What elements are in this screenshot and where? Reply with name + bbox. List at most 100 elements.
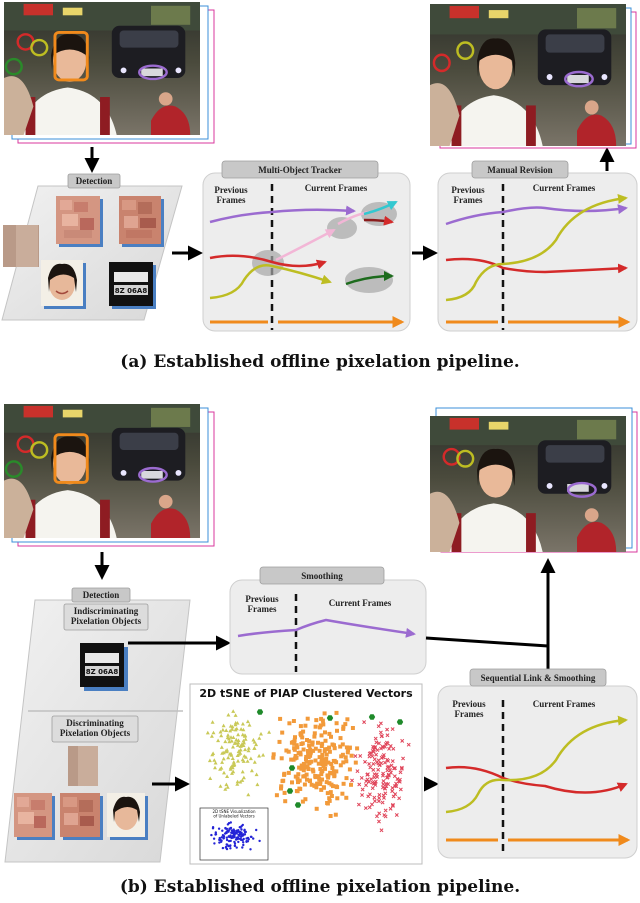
tsne-point [224,749,229,754]
tsne-point [218,836,221,840]
tsne-point [353,760,358,765]
tsne-point [227,835,230,838]
tsne-point [251,737,256,742]
tsne-point [238,747,243,752]
tsne-point [305,738,309,742]
tsne-outlier [326,715,334,721]
tsne-point [319,744,324,748]
tsne-point [385,733,390,738]
tsne-point [373,745,377,749]
tsne-point [327,798,332,803]
tsne-point [290,780,294,785]
tsne-point [252,760,257,764]
tsne-point [311,748,316,753]
tsne-inset [199,807,269,861]
tsne-point [338,736,343,741]
tsne-point [363,759,367,764]
tsne-point [300,735,305,740]
tsne-point [341,760,346,765]
tsne-point [299,742,304,746]
tsne-point [231,744,235,749]
output-frame-a [430,4,626,146]
tsne-point [218,784,223,788]
tsne-point [327,749,332,754]
tsne-point [304,757,308,762]
tsne-point [388,744,393,748]
tsne-point [213,765,217,770]
tsne-point [254,772,259,777]
tsne-point [318,782,323,786]
tsne-point [303,797,308,802]
tsne-point [399,765,404,770]
tsne-point [293,754,298,758]
tsne-point [385,727,390,732]
tsne-point [220,840,223,843]
tsne-point [222,770,226,775]
tsne-point [343,722,348,727]
tsne-point [277,739,282,744]
tsne-point [232,828,235,831]
tsne-point [213,842,216,845]
partial-crop [3,225,39,267]
tsne-point [344,759,349,764]
output-frame-b [430,416,626,552]
tsne-point [330,766,335,770]
tsne-point [230,727,235,731]
tsne-point [321,722,326,727]
tsne-point [357,782,362,787]
tsne-outlier [256,709,264,715]
tsne-point [299,766,304,771]
tsne-point [242,841,245,844]
tsne-point [279,786,283,791]
tsne-point [340,752,345,757]
tsne-point [320,769,325,773]
tsne-point [229,735,233,739]
tsne-point [331,769,336,774]
tsne-point [225,838,229,842]
tsne-point [254,742,259,747]
tsne-outlier [396,719,404,725]
current-frames-label: Current Frames [533,699,596,709]
tsne-point [286,770,291,775]
license-plate-crop: 8Z 06A8 [109,262,156,309]
tsne-point [385,741,390,746]
tsne-point [230,756,235,760]
panel-a: Detection [1,2,638,332]
tsne-point [298,750,303,755]
track-pink [275,228,336,262]
tsne-point [287,721,292,726]
tsne-point [319,716,324,721]
tsne-point [213,760,218,765]
input-frame-a [4,2,200,135]
tsne-point [218,838,221,842]
tsne-point [389,763,394,768]
tsne-point [374,740,379,745]
tsne-point [225,774,230,778]
tsne-point [319,787,324,792]
tsne-point [239,833,243,836]
tsne-point [226,712,231,717]
tsne-point [319,733,324,738]
tsne-point [267,730,272,734]
tsne-point [298,731,303,736]
tsne-point [319,759,324,764]
tsne-points [205,709,411,851]
tsne-point [350,778,354,783]
tsne-point [323,759,327,764]
association-blob [252,250,284,276]
tsne-point [345,717,350,722]
association-blob [327,217,357,239]
tsne-point [289,757,294,762]
tsne-point [397,796,402,801]
license-plate-crop-b: 8Z 06A8 [80,643,128,691]
tsne-point [343,755,348,760]
tsne-point [309,759,314,764]
tsne-point [372,799,377,804]
tsne-point [323,747,328,752]
tsne-point [406,742,411,747]
tsne-point [242,754,247,758]
